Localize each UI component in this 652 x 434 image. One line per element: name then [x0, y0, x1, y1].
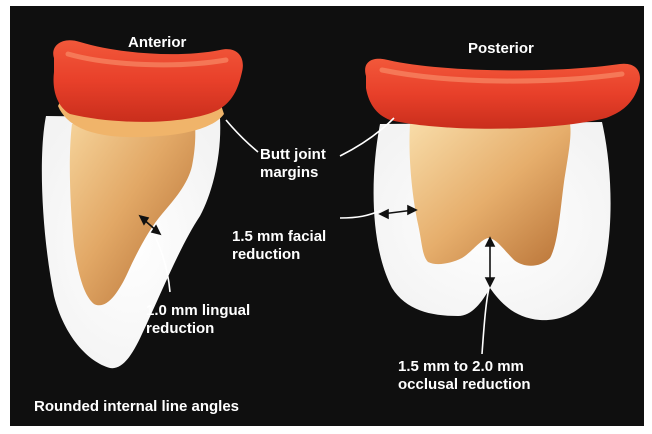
label-butt-joint-margins: Butt joint margins — [260, 146, 326, 182]
dental-preparation-diagram: Anterior Posterior Butt joint margins 1.… — [10, 6, 644, 426]
label-occlusal-reduction: 1.5 mm to 2.0 mm occlusal reduction — [398, 358, 531, 394]
label-posterior: Posterior — [468, 40, 534, 58]
diagram-artwork — [10, 6, 644, 426]
label-facial-reduction: 1.5 mm facial reduction — [232, 228, 326, 264]
anterior-gingiva — [53, 40, 243, 122]
posterior-gingiva — [365, 59, 640, 129]
butt-joint-leader-anterior — [226, 120, 258, 152]
label-anterior: Anterior — [128, 34, 186, 52]
label-lingual-reduction: 1.0 mm lingual reduction — [146, 302, 250, 338]
label-rounded-internal-line-angles: Rounded internal line angles — [34, 398, 239, 416]
posterior-tooth — [365, 59, 640, 320]
